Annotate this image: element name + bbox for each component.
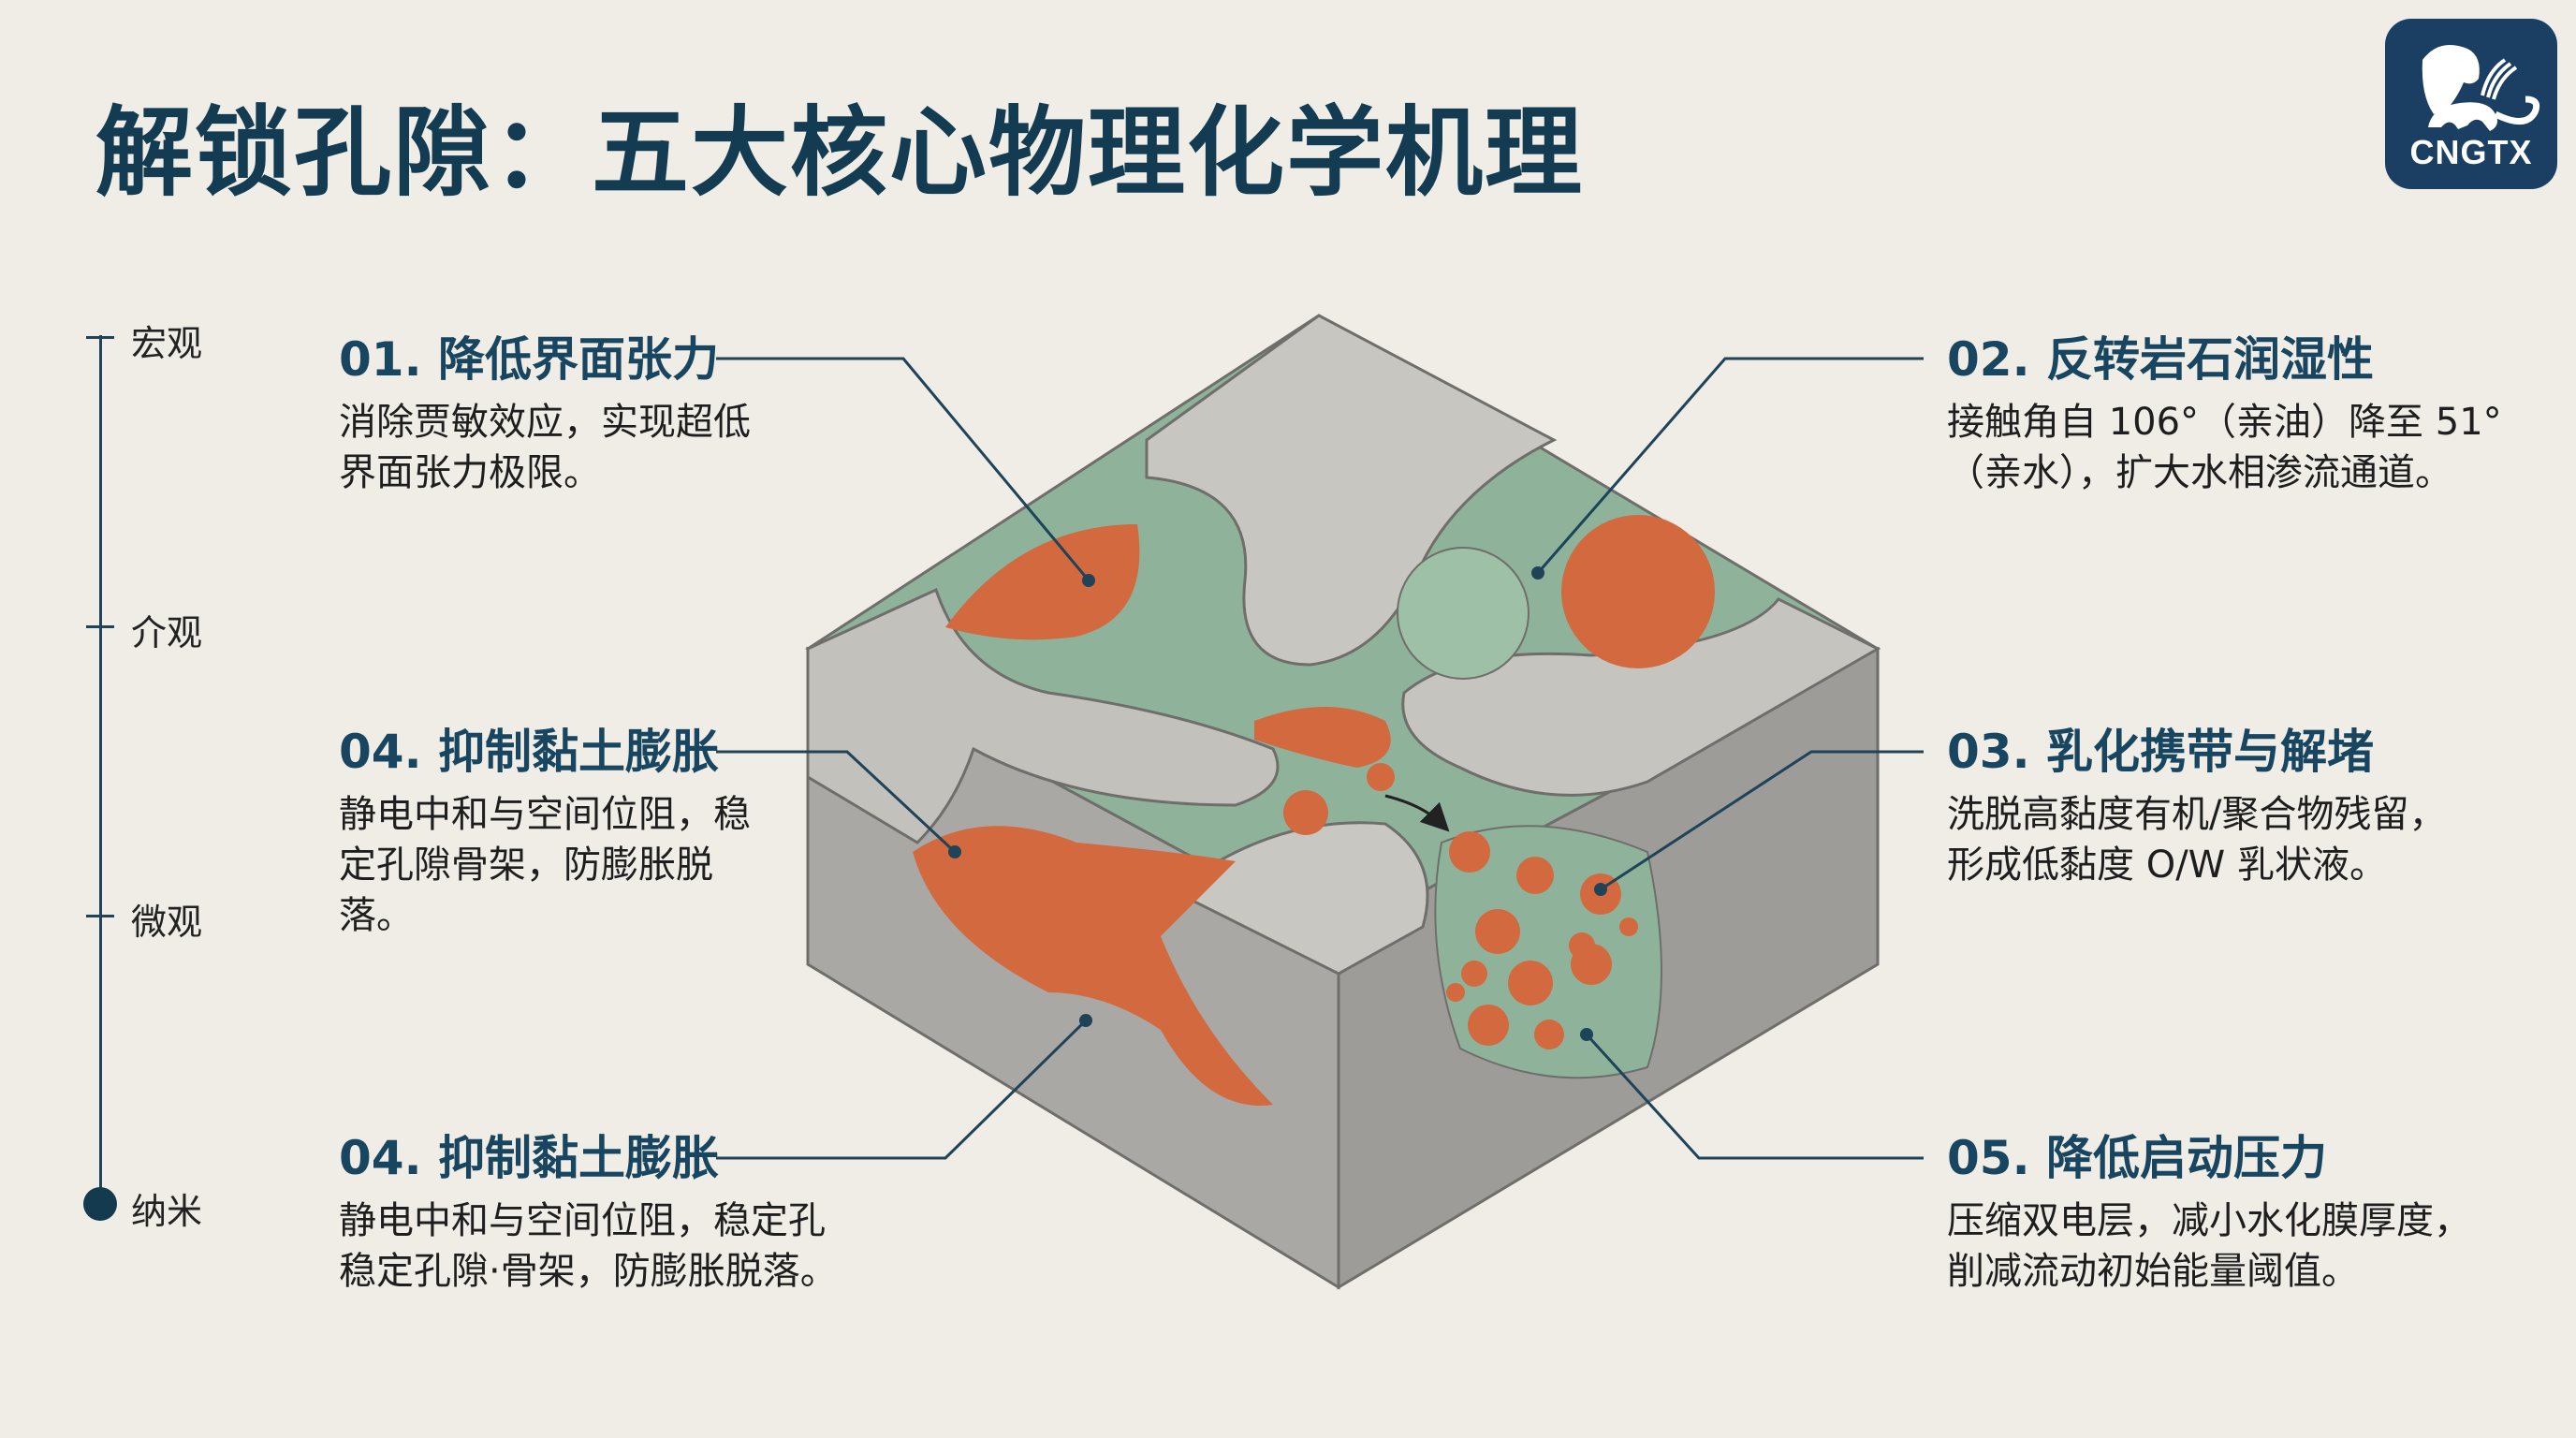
oil-droplet-02 bbox=[1561, 515, 1715, 668]
water-droplet-02 bbox=[1397, 547, 1530, 680]
brand-logo: CNGTX bbox=[2385, 19, 2557, 189]
mechanism-body: 消除贾敏效应，实现超低 界面张力极限。 bbox=[339, 401, 751, 494]
oil-slug-center bbox=[1254, 707, 1391, 768]
scale-label-nano: 纳米 bbox=[131, 1191, 203, 1232]
oil-plume-clay bbox=[913, 826, 1273, 1106]
mechanism-body: 洗脱高黏度有机/聚合物残留， 形成低黏度 O/W 乳状液。 bbox=[1947, 793, 2447, 887]
rock-block-back bbox=[1145, 314, 1558, 667]
scale-marker-dot bbox=[83, 1187, 117, 1221]
mechanism-body: 静电中和与空间位阻，稳定孔 稳定孔隙·骨架，防膨胀脱落。 bbox=[339, 1199, 838, 1293]
scale-label-meso: 介观 bbox=[131, 612, 203, 653]
leader-dots bbox=[948, 566, 1607, 1041]
leader-lines bbox=[716, 357, 1924, 1160]
rock-block-front bbox=[1187, 821, 1429, 976]
emulsion-droplets bbox=[1283, 763, 1638, 1049]
oil-droplet-01 bbox=[945, 524, 1140, 640]
leader-line-04a bbox=[716, 750, 957, 854]
lion-logo-icon bbox=[2422, 45, 2540, 131]
mechanism-01: 01. 降低界面张力 消除贾敏效应，实现超低 界面张力极限。 bbox=[339, 330, 751, 498]
scale-label-micro: 微观 bbox=[131, 902, 203, 943]
mechanism-heading: 03. 乳化携带与解堵 bbox=[1947, 725, 2374, 779]
mechanism-body: 接触角自 106°（亲油）降至 51° （亲水），扩大水相渗流通道。 bbox=[1947, 401, 2502, 494]
scale-axis-line bbox=[99, 335, 102, 1204]
logo-text: CNGTX bbox=[2409, 133, 2533, 171]
mechanism-02: 02. 反转岩石润湿性 接触角自 106°（亲油）降至 51° （亲水），扩大水… bbox=[1947, 330, 2502, 498]
mechanism-heading: 04. 抑制黏土膨胀 bbox=[339, 1131, 719, 1185]
leader-line-01 bbox=[716, 357, 1090, 581]
scale-tick bbox=[86, 915, 114, 917]
mechanism-heading: 05. 降低启动压力 bbox=[1947, 1131, 2327, 1185]
mechanism-heading: 04. 抑制黏土膨胀 bbox=[339, 725, 719, 779]
leader-line-02 bbox=[1536, 357, 1924, 574]
mechanism-05: 05. 降低启动压力 压缩双电层，减小水化膜厚度， 削减流动初始能量阈值。 bbox=[1947, 1128, 2471, 1297]
scale-tick bbox=[86, 336, 114, 339]
flow-arrow bbox=[1384, 794, 1450, 832]
leader-line-04b bbox=[716, 1019, 1088, 1160]
mechanism-heading: 01. 降低界面张力 bbox=[339, 332, 719, 387]
page-title: 解锁孔隙：五大核心物理化学机理 bbox=[95, 95, 1585, 210]
mechanism-03: 03. 乳化携带与解堵 洗脱高黏度有机/聚合物残留， 形成低黏度 O/W 乳状液… bbox=[1947, 722, 2446, 890]
mechanism-body: 静电中和与空间位阻，稳 定孔隙骨架，防膨胀脱 落。 bbox=[339, 793, 751, 937]
mechanism-body: 压缩双电层，减小水化膜厚度， 削减流动初始能量阈值。 bbox=[1947, 1199, 2471, 1293]
rock-block-left bbox=[806, 587, 1280, 844]
scale-label-macro: 宏观 bbox=[131, 323, 203, 364]
leader-line-05 bbox=[1585, 1033, 1924, 1160]
leader-line-03 bbox=[1600, 750, 1924, 891]
scale-tick bbox=[86, 625, 114, 628]
mechanism-04-clay: 04. 抑制黏土膨胀 静电中和与空间位阻，稳 定孔隙骨架，防膨胀脱 落。 bbox=[339, 722, 751, 941]
mechanism-04-duplicate: 04. 抑制黏土膨胀 静电中和与空间位阻，稳定孔 稳定孔隙·骨架，防膨胀脱落。 bbox=[339, 1128, 838, 1297]
mechanism-heading: 02. 反转岩石润湿性 bbox=[1947, 332, 2374, 387]
